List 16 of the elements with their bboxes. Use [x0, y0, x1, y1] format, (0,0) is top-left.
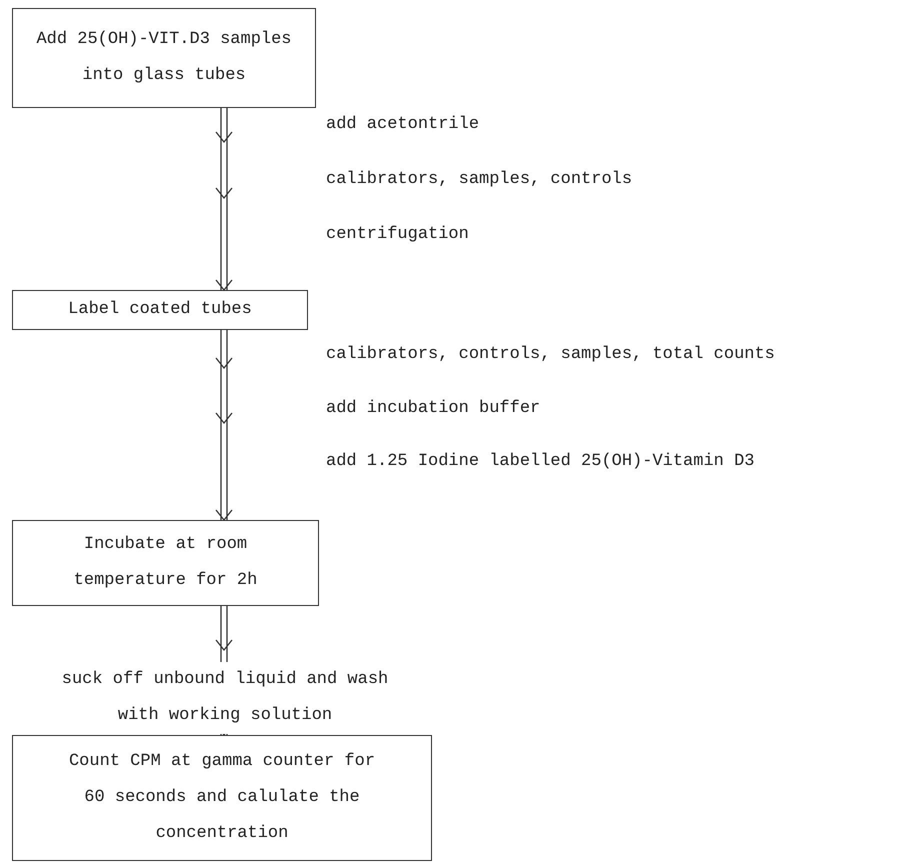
step-box [12, 735, 432, 861]
double-arrow [215, 329, 233, 522]
step-note: calibrators, samples, controls [326, 169, 632, 191]
step-note: centrifugation [326, 224, 469, 246]
step-text: Count CPM at gamma counter for 60 seconds and calulate the concentration [68, 751, 376, 845]
step-text: Label coated tubes [68, 299, 252, 321]
step-text: Incubate at room temperature for 2h [72, 534, 258, 592]
step-box [12, 8, 316, 108]
step-note: add 1.25 Iodine labelled 25(OH)-Vitamin D3 [326, 451, 754, 473]
step-note: calibrators, controls, samples, total counts [326, 344, 775, 366]
step-text: Add 25(OH)-VIT.D3 samples into glass tubes [35, 29, 293, 87]
step-note: add acetontrile [326, 114, 480, 136]
step-box [12, 290, 308, 330]
step-note: add incubation buffer [326, 398, 540, 420]
step-box [12, 520, 319, 606]
double-arrow [215, 107, 233, 292]
